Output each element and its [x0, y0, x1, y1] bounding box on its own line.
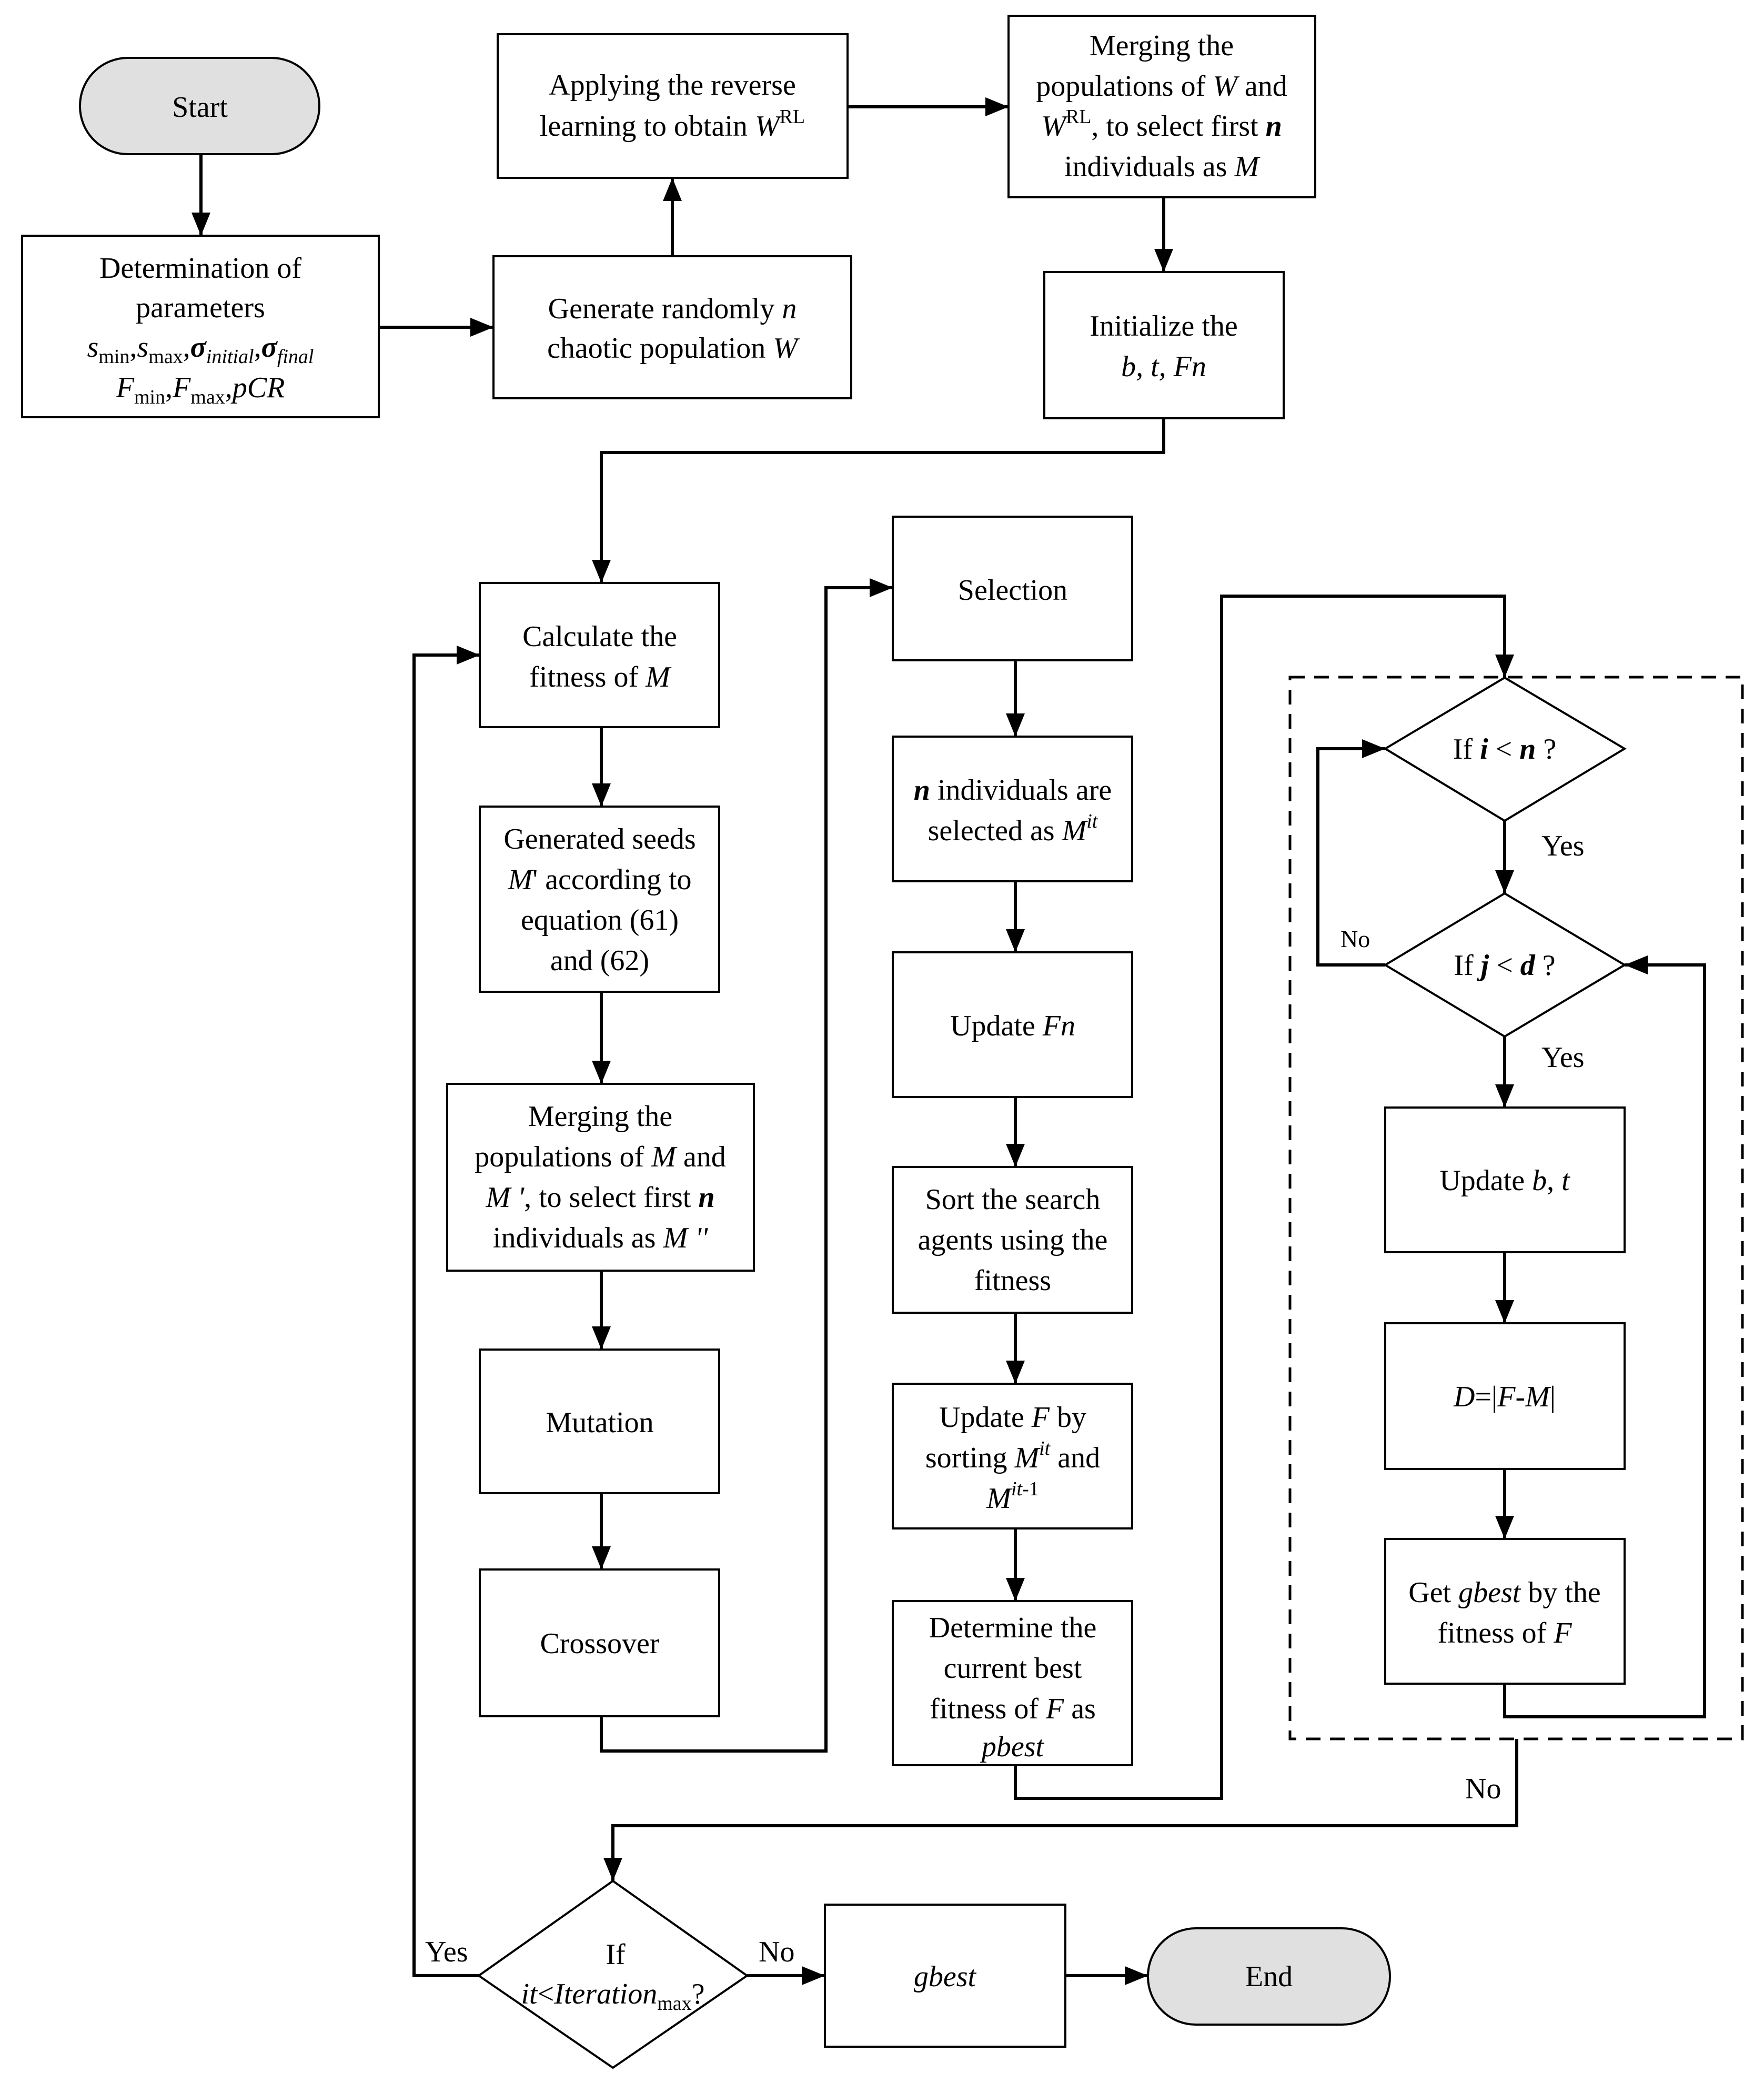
decision-i-less-n: If i < n ? [1383, 676, 1627, 822]
edge-ifj-no-ifi [1316, 739, 1385, 967]
update-bt-box: Update b, t [1384, 1106, 1626, 1253]
updfn-label: Update Fn [950, 1010, 1075, 1042]
getg-line2: fitness of F [1437, 1617, 1572, 1649]
merge-w-box: Merging the populations of W and WRL, to… [1007, 15, 1316, 198]
parameters-box: Determination of parameters smin,smax,σi… [21, 235, 380, 418]
pbest-line4: pbest [980, 1730, 1045, 1763]
get-gbest-box: Get gbest by the fitness of F [1384, 1538, 1626, 1685]
label-no-out: No [759, 1936, 794, 1968]
edge-crossover-selection [600, 578, 893, 1753]
gbest-box: gbest [824, 1904, 1066, 2048]
seeds-line3: equation (61) [521, 904, 679, 937]
updf-line3: Mit-1 [986, 1478, 1039, 1515]
distance-box: D=|F-M| [1384, 1322, 1626, 1470]
getg-line1: Get gbest by the [1408, 1576, 1601, 1609]
updbt-label: Update b, t [1439, 1164, 1570, 1197]
dist-label: D=|F-M| [1453, 1381, 1556, 1413]
sort-line1: Sort the search [925, 1183, 1101, 1216]
initialize-box: Initialize the b, t, Fn [1043, 271, 1285, 419]
nsel-line1: n individuals are [914, 774, 1112, 807]
params-line3: smin,smax,σinitial,σfinal [87, 331, 314, 368]
init-line1: Initialize the [1090, 310, 1237, 343]
end-terminal: End [1147, 1927, 1391, 2026]
merge-m-box: Merging the populations of M and M ', to… [446, 1083, 755, 1272]
gbest-label: gbest [914, 1960, 977, 1993]
calc-line2: fitness of M [529, 661, 672, 693]
generate-line2: chaotic population W [547, 332, 800, 365]
end-label: End [1245, 1960, 1293, 1993]
inner-loop-group [1288, 676, 1744, 1740]
label-yes-i: Yes [1541, 830, 1584, 862]
label-yes-j: Yes [1541, 1041, 1584, 1074]
params-line2: parameters [136, 291, 265, 324]
determine-pbest-box: Determine the current best fitness of F … [892, 1600, 1133, 1766]
ifj-label: If j < d ? [1454, 949, 1555, 982]
selection-label: Selection [958, 574, 1067, 607]
calc-line1: Calculate the [522, 620, 677, 653]
params-line1: Determination of [99, 252, 301, 285]
generate-population-box: Generate randomly n chaotic population W [492, 255, 852, 399]
merge1-line1: Merging the [1090, 29, 1234, 62]
merge2-line1: Merging the [528, 1100, 672, 1133]
merge1-line3: WRL, to select first n [1041, 106, 1282, 143]
label-no-j: No [1340, 925, 1370, 952]
reverse-learning-box: Applying the reverse learning to obtain … [497, 33, 849, 179]
merge2-line4: individuals as M '' [493, 1222, 708, 1254]
merge2-line2: populations of M and [475, 1141, 726, 1173]
edge-getg-ifj-loop [1503, 955, 1706, 1718]
ifit-line2: it<Iterationmax? [521, 1978, 705, 2015]
start-terminal: Start [79, 57, 320, 155]
crossover-box: Crossover [479, 1568, 720, 1717]
decision-iteration: If it<Iterationmax? [477, 1879, 749, 2069]
seeds-line1: Generated seeds [503, 823, 695, 856]
reverse-line2: learning to obtain WRL [540, 106, 805, 143]
reverse-line1: Applying the reverse [549, 69, 796, 102]
seeds-line4: and (62) [550, 944, 649, 977]
params-line4: Fmin,Fmax,pCR [116, 371, 285, 408]
updf-line1: Update F by [939, 1401, 1086, 1434]
decision-j-less-d: If j < d ? [1383, 892, 1627, 1038]
selection-box: Selection [892, 516, 1133, 661]
nsel-line2: selected as Mit [928, 810, 1098, 847]
sort-line2: agents using the [918, 1224, 1108, 1256]
update-f-box: Update F by sorting Mit and Mit-1 [892, 1383, 1133, 1529]
generated-seeds-box: Generated seeds M' according to equation… [479, 806, 720, 993]
label-no-box: No [1465, 1773, 1501, 1805]
sort-agents-box: Sort the search agents using the fitness [892, 1166, 1133, 1314]
merge1-line4: individuals as M [1064, 150, 1261, 183]
pbest-line2: current best [944, 1652, 1082, 1685]
start-label: Start [172, 91, 228, 124]
mutation-label: Mutation [546, 1406, 653, 1439]
calculate-fitness-box: Calculate the fitness of M [479, 582, 720, 728]
update-fn-box: Update Fn [892, 951, 1133, 1098]
merge1-line2: populations of W and [1036, 70, 1287, 103]
updf-line2: sorting Mit and [925, 1437, 1100, 1474]
edge-labels: Yes Yes No No Yes No [425, 830, 1584, 1968]
n-selected-box: n individuals are selected as Mit [892, 736, 1133, 882]
ifit-line1: If [606, 1938, 626, 1971]
init-line2: b, t, Fn [1121, 350, 1206, 383]
crossover-label: Crossover [540, 1627, 659, 1660]
sort-line3: fitness [974, 1264, 1051, 1297]
edge-pbest-ifi [1014, 595, 1514, 1800]
pbest-line1: Determine the [929, 1612, 1097, 1644]
ifi-label: If i < n ? [1453, 733, 1556, 766]
merge2-line3: M ', to select first n [485, 1181, 714, 1214]
pbest-line3: fitness of F as [930, 1693, 1096, 1725]
generate-line1: Generate randomly n [548, 293, 797, 325]
label-yes-loop: Yes [425, 1936, 468, 1968]
mutation-box: Mutation [479, 1349, 720, 1494]
edge-ifit-yes-calc [412, 646, 495, 1977]
edge-box-no-ifit [603, 1739, 1518, 1881]
connectors [191, 97, 1706, 1985]
seeds-line2: M' according to [507, 863, 691, 896]
edge-init-calc [592, 418, 1165, 583]
